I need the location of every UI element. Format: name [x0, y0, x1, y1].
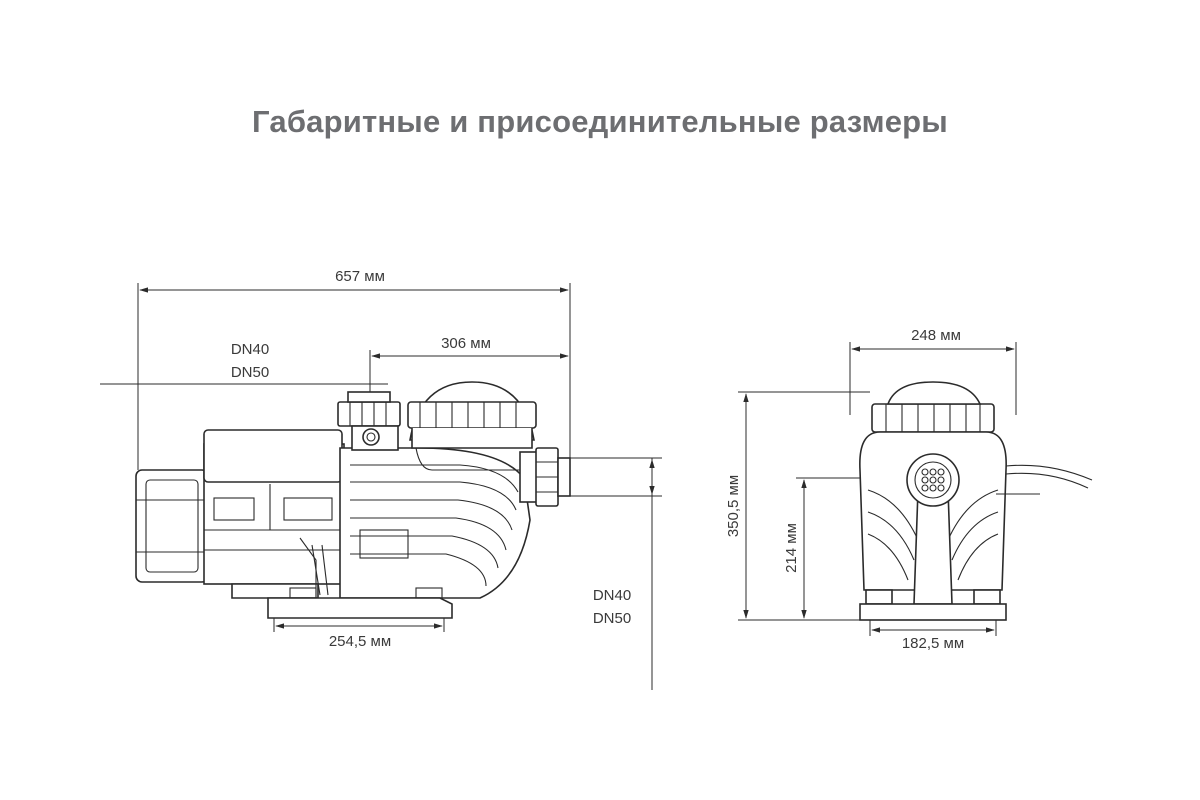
label-axis-height: 214 мм	[783, 523, 800, 573]
label-width: 248 мм	[911, 327, 961, 344]
page-title: Габаритные и присоединительные размеры	[252, 104, 948, 139]
label-top-port-dn50: DN50	[231, 364, 269, 381]
side-port-callout: DN40 DN50	[570, 457, 662, 690]
front-view: 248 мм 350,5 мм 214 мм	[725, 327, 1093, 652]
label-side-port-dn50: DN50	[593, 610, 631, 627]
top-port-callout: DN40 DN50	[100, 341, 388, 401]
dimension-overall-length: 657 мм	[137, 268, 571, 470]
dimension-width: 248 мм	[849, 327, 1017, 415]
label-inlet-offset: 306 мм	[441, 335, 491, 352]
label-height: 350,5 мм	[725, 475, 742, 537]
side-view: 657 мм 306 мм DN40 DN50	[100, 268, 662, 690]
dimension-height: 350,5 мм	[725, 391, 870, 621]
label-top-port-dn40: DN40	[231, 341, 269, 358]
label-base-length: 254,5 мм	[329, 633, 391, 650]
dimension-base-width: 182,5 мм	[869, 620, 997, 652]
label-overall-length: 657 мм	[335, 268, 385, 285]
dimension-base-length: 254,5 мм	[273, 618, 445, 650]
outlet-grille	[921, 468, 945, 492]
label-side-port-dn40: DN40	[593, 587, 631, 604]
label-base-width: 182,5 мм	[902, 635, 964, 652]
